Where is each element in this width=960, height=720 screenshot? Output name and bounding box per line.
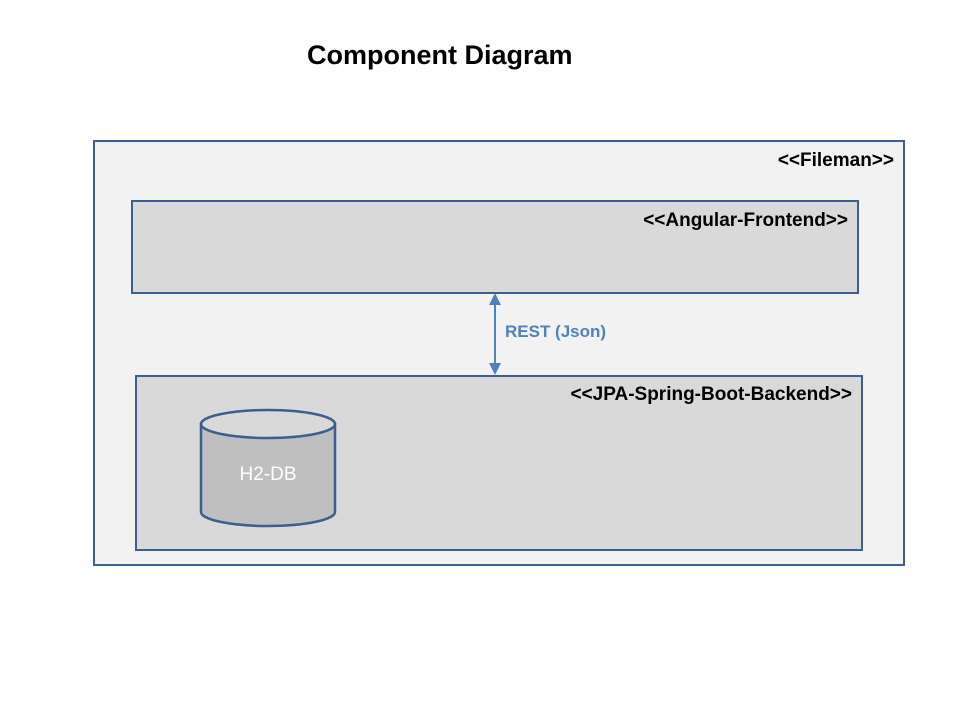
spring-boot-backend-label: <<JPA-Spring-Boot-Backend>>	[570, 384, 852, 405]
spring-boot-backend-component: <<JPA-Spring-Boot-Backend>>	[135, 375, 863, 551]
angular-frontend-label: <<Angular-Frontend>>	[643, 210, 848, 231]
fileman-label: <<Fileman>>	[777, 150, 894, 171]
h2-db-label: H2-DB	[239, 464, 297, 485]
rest-connector-label: REST (Json)	[505, 322, 607, 341]
diagram-title: Component Diagram	[307, 40, 573, 70]
angular-frontend-component: <<Angular-Frontend>>	[131, 200, 859, 294]
